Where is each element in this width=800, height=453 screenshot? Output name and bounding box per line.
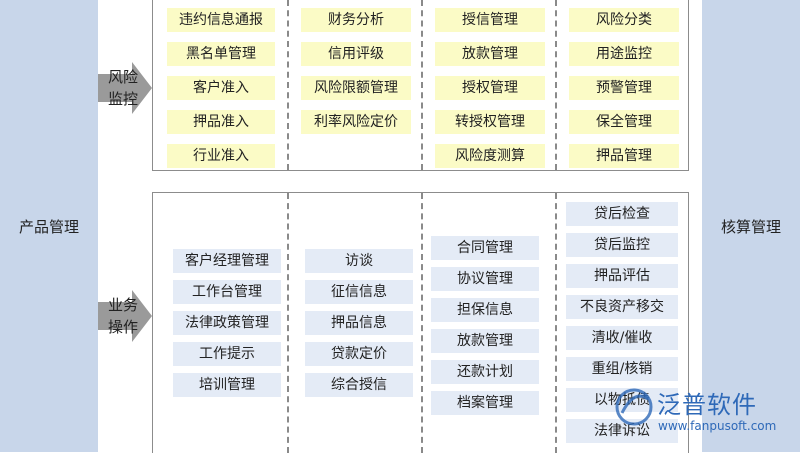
risk-item: 授权管理 (435, 76, 545, 100)
column-divider (555, 0, 557, 170)
risk-control-label: 风险监控 (108, 68, 139, 108)
watermark-brand: 泛普软件 (657, 391, 757, 419)
risk-item: 行业准入 (167, 144, 275, 168)
column-divider (421, 193, 423, 453)
business-ops-label: 业务操作 (108, 296, 139, 336)
ops-item: 法律诉讼 (566, 419, 678, 443)
risk-item: 放款管理 (435, 42, 545, 66)
ops-item: 访谈 (305, 249, 413, 273)
business-ops-arrow: 业务操作 (98, 290, 152, 342)
column-divider (555, 193, 557, 453)
product-management-label: 产品管理 (18, 217, 79, 236)
risk-item: 押品管理 (569, 144, 679, 168)
ops-item: 综合授信 (305, 373, 413, 397)
ops-item: 贷后监控 (566, 233, 678, 257)
ops-item: 档案管理 (431, 391, 539, 415)
ops-item: 放款管理 (431, 329, 539, 353)
column-divider (287, 193, 289, 453)
ops-item: 培训管理 (173, 373, 281, 397)
ops-item: 法律政策管理 (173, 311, 281, 335)
ops-item: 工作台管理 (173, 280, 281, 304)
ops-item: 清收/催收 (566, 326, 678, 350)
fanpu-watermark: 泛普软件 www.fanpusoft.com (612, 383, 800, 452)
risk-item: 财务分析 (301, 8, 411, 32)
risk-item: 违约信息通报 (167, 8, 275, 32)
fanpu-logo-icon (615, 388, 653, 426)
business-ops-panel: 客户经理管理 工作台管理 法律政策管理 工作提示 培训管理 访谈 征信信息 押品… (152, 192, 689, 453)
ops-item: 协议管理 (431, 267, 539, 291)
arrow-right-icon (98, 62, 152, 114)
arrow-right-icon (98, 290, 152, 342)
ops-item: 征信信息 (305, 280, 413, 304)
risk-control-panel: 违约信息通报 黑名单管理 客户准入 押品准入 行业准入 财务分析 信用评级 风险… (152, 0, 689, 171)
risk-item: 转授权管理 (435, 110, 545, 134)
risk-item: 保全管理 (569, 110, 679, 134)
product-management-column: 产品管理 (0, 0, 98, 452)
ops-item: 担保信息 (431, 298, 539, 322)
ops-item: 工作提示 (173, 342, 281, 366)
risk-item: 风险分类 (569, 8, 679, 32)
risk-item: 风险度测算 (435, 144, 545, 168)
accounting-management-label: 核算管理 (720, 217, 781, 236)
risk-item: 黑名单管理 (167, 42, 275, 66)
ops-item: 客户经理管理 (173, 249, 281, 273)
ops-item: 重组/核销 (566, 357, 678, 381)
ops-item: 贷款定价 (305, 342, 413, 366)
ops-item: 还款计划 (431, 360, 539, 384)
risk-item: 授信管理 (435, 8, 545, 32)
risk-item: 预警管理 (569, 76, 679, 100)
risk-item: 利率风险定价 (301, 110, 411, 134)
column-divider (421, 0, 423, 170)
watermark-url: www.fanpusoft.com (658, 419, 777, 433)
ops-item: 押品信息 (305, 311, 413, 335)
accounting-management-column: 核算管理 (702, 0, 800, 452)
ops-item: 不良资产移交 (566, 295, 678, 319)
risk-item: 用途监控 (569, 42, 679, 66)
risk-item: 信用评级 (301, 42, 411, 66)
risk-control-arrow: 风险监控 (98, 62, 152, 114)
ops-item: 押品评估 (566, 264, 678, 288)
column-divider (287, 0, 289, 170)
risk-item: 客户准入 (167, 76, 275, 100)
risk-item: 风险限额管理 (301, 76, 411, 100)
ops-item: 合同管理 (431, 236, 539, 260)
risk-item: 押品准入 (167, 110, 275, 134)
ops-item: 贷后检查 (566, 202, 678, 226)
